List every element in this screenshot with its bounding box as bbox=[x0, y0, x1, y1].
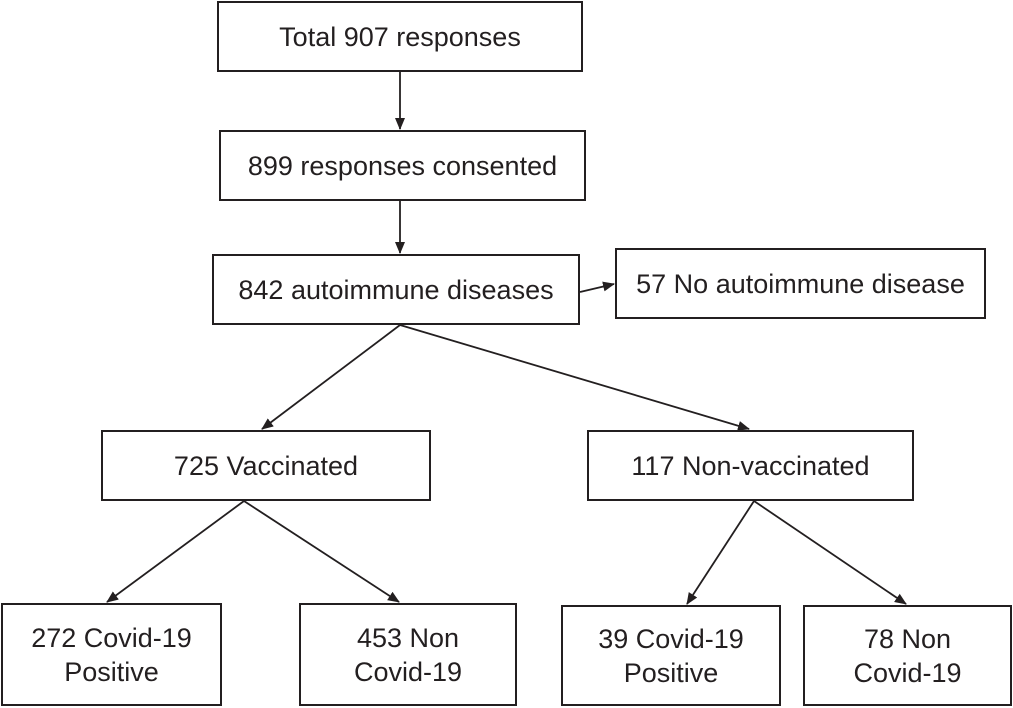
node-responses-consented-label: 899 responses consented bbox=[247, 150, 558, 181]
node-vaccinated-covid-positive: 272 Covid-19 Positive bbox=[1, 603, 222, 706]
node-autoimmune-diseases: 842 autoimmune diseases bbox=[212, 254, 580, 325]
node-vaccinated-non-covid: 453 Non Covid-19 bbox=[299, 603, 517, 706]
arrow-autoimmune-to-vaccinated bbox=[261, 324, 401, 430]
node-non-vaccinated-non-covid-label: 78 Non Covid-19 bbox=[853, 623, 962, 688]
node-total-responses: Total 907 responses bbox=[217, 1, 583, 72]
node-non-vaccinated-covid-positive-label: 39 Covid-19 Positive bbox=[598, 623, 744, 688]
node-non-vaccinated: 117 Non-vaccinated bbox=[587, 430, 914, 501]
node-vaccinated: 725 Vaccinated bbox=[101, 430, 431, 501]
node-autoimmune-diseases-label: 842 autoimmune diseases bbox=[238, 274, 554, 305]
arrow-autoimmune-to-non-vaccinated bbox=[399, 324, 750, 431]
node-vaccinated-non-covid-label: 453 Non Covid-19 bbox=[353, 622, 463, 687]
node-vaccinated-label: 725 Vaccinated bbox=[173, 450, 359, 481]
arrow-autoimmune-to-no-autoimmune bbox=[579, 281, 615, 293]
node-total-responses-label: Total 907 responses bbox=[279, 21, 521, 52]
node-non-vaccinated-covid-positive: 39 Covid-19 Positive bbox=[561, 605, 781, 706]
node-no-autoimmune-disease-label: 57 No autoimmune disease bbox=[636, 268, 965, 299]
node-non-vaccinated-non-covid: 78 Non Covid-19 bbox=[803, 605, 1012, 706]
arrow-non-vaccinated-to-non-covid bbox=[753, 500, 907, 605]
node-no-autoimmune-disease: 57 No autoimmune disease bbox=[615, 248, 986, 319]
arrow-non-vaccinated-to-positive bbox=[686, 500, 755, 605]
node-vaccinated-covid-positive-label: 272 Covid-19 Positive bbox=[31, 622, 192, 687]
arrow-vaccinated-to-positive bbox=[106, 500, 245, 603]
node-responses-consented: 899 responses consented bbox=[219, 130, 586, 201]
arrow-vaccinated-to-non-covid bbox=[243, 500, 400, 603]
node-non-vaccinated-label: 117 Non-vaccinated bbox=[631, 450, 870, 481]
